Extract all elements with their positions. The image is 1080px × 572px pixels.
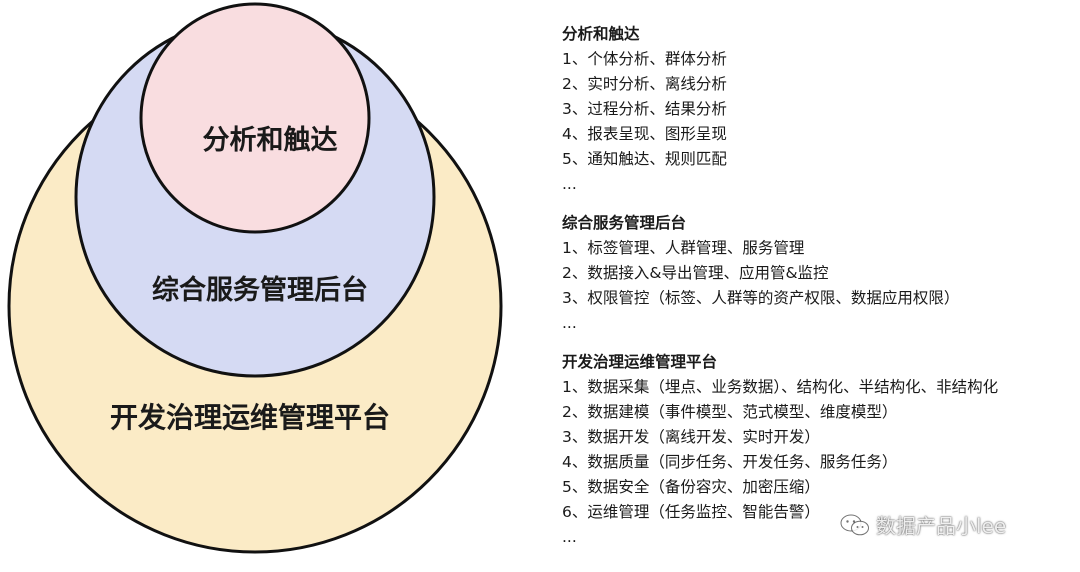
list-item: 3、权限管控（标签、人群等的资产权限、数据应用权限） — [562, 289, 960, 307]
section-title: 分析和触达 — [562, 25, 640, 43]
list-item: 4、报表呈现、图形呈现 — [562, 125, 727, 143]
list-item: 5、数据安全（备份容灾、加密压缩） — [562, 478, 820, 496]
list-item: 2、数据建模（事件模型、范式模型、维度模型） — [562, 403, 898, 421]
list-item: ... — [562, 528, 577, 546]
watermark-text: 数据产品小lee — [876, 514, 1007, 538]
list-item: 1、数据采集（埋点、业务数据）、结构化、半结构化、非结构化 — [562, 378, 999, 396]
circles-svg — [7, 2, 503, 554]
list-item: 4、数据质量（同步任务、开发任务、服务任务） — [562, 453, 898, 471]
feature-lists: 分析和触达 1、个体分析、群体分析 2、实时分析、离线分析 3、过程分析、结果分… — [562, 22, 1072, 550]
list-item: 1、个体分析、群体分析 — [562, 50, 727, 68]
section-items: 1、标签管理、人群管理、服务管理 2、数据接入&导出管理、应用管&监控 3、权限… — [562, 236, 1072, 336]
outer-circle-label: 开发治理运维管理平台 — [109, 401, 390, 434]
nested-circle-diagram: 分析和触达 综合服务管理后台 开发治理运维管理平台 — [0, 0, 520, 572]
section-service-admin: 综合服务管理后台 1、标签管理、人群管理、服务管理 2、数据接入&导出管理、应用… — [562, 211, 1072, 336]
list-item: 3、数据开发（离线开发、实时开发） — [562, 428, 820, 446]
inner-circle — [139, 2, 371, 234]
list-item: ... — [562, 175, 577, 193]
list-item: 2、实时分析、离线分析 — [562, 75, 727, 93]
list-item: 5、通知触达、规则匹配 — [562, 150, 727, 168]
section-items: 1、个体分析、群体分析 2、实时分析、离线分析 3、过程分析、结果分析 4、报表… — [562, 47, 1072, 197]
list-item: ... — [562, 314, 577, 332]
list-item: 3、过程分析、结果分析 — [562, 100, 727, 118]
inner-circle-label: 分析和触达 — [202, 125, 338, 156]
section-items: 1、数据采集（埋点、业务数据）、结构化、半结构化、非结构化 2、数据建模（事件模… — [562, 375, 1072, 550]
middle-circle-label: 综合服务管理后台 — [152, 275, 368, 306]
list-item: 6、运维管理（任务监控、智能告警） — [562, 503, 820, 521]
section-title: 开发治理运维管理平台 — [562, 353, 718, 371]
section-analysis: 分析和触达 1、个体分析、群体分析 2、实时分析、离线分析 3、过程分析、结果分… — [562, 22, 1072, 197]
wechat-icon — [840, 514, 869, 535]
watermark: 数据产品小lee — [840, 510, 1006, 539]
list-item: 2、数据接入&导出管理、应用管&监控 — [562, 264, 829, 282]
list-item: 1、标签管理、人群管理、服务管理 — [562, 239, 805, 257]
section-dev-ops-platform: 开发治理运维管理平台 1、数据采集（埋点、业务数据）、结构化、半结构化、非结构化… — [562, 350, 1072, 550]
section-title: 综合服务管理后台 — [562, 214, 687, 232]
